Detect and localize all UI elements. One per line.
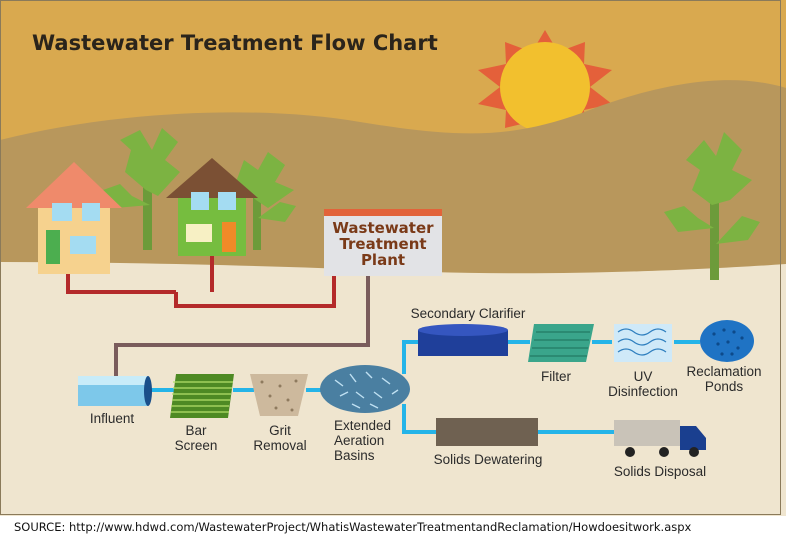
filter-label: Filter — [541, 369, 572, 384]
plant-outflow-pipe — [114, 276, 370, 376]
solids-dewatering-unit — [436, 418, 538, 446]
joshua-tree-icon — [664, 132, 760, 280]
grit-removal-label-line1: Grit — [269, 423, 291, 438]
plant-label-line2: Treatment — [339, 235, 426, 253]
page-title: Wastewater Treatment Flow Chart — [32, 31, 438, 55]
grit-removal-tank — [250, 374, 308, 416]
treatment-plant-building — [324, 209, 442, 276]
plant-label-line1: Wastewater — [332, 219, 434, 237]
figure-border — [0, 0, 781, 515]
filter-unit — [528, 324, 594, 362]
grit-removal-label-line2: Removal — [253, 438, 306, 453]
aeration-basin — [320, 365, 410, 413]
reclamation-pond — [700, 320, 754, 362]
bar-screen-label-line1: Bar — [185, 423, 207, 438]
aeration-label-line1: Extended — [334, 418, 391, 433]
reclamation-label-line2: Ponds — [705, 379, 744, 394]
aeration-label-line3: Basins — [334, 448, 375, 463]
house-icon — [26, 162, 122, 274]
reclamation-label-line1: Reclamation — [686, 364, 761, 379]
truck-icon — [614, 420, 706, 457]
secondary-clarifier-tank — [418, 324, 508, 356]
influent-tank — [78, 376, 152, 406]
bar-screen — [170, 374, 234, 418]
source-citation: SOURCE: http://www.hdwd.com/WastewaterPr… — [14, 520, 692, 534]
uv-label-line2: Disinfection — [608, 384, 678, 399]
solids-disposal-label: Solids Disposal — [614, 464, 706, 479]
uv-label-line1: UV — [634, 369, 653, 384]
influent-label: Influent — [90, 411, 135, 426]
house-icon — [166, 158, 258, 256]
solids-dewatering-label: Solids Dewatering — [434, 452, 543, 467]
sewer-pipe — [66, 256, 336, 308]
sun-icon — [478, 30, 612, 140]
plant-label-line3: Plant — [361, 251, 405, 269]
uv-disinfection-unit — [614, 324, 672, 362]
treated-water-pipe — [150, 340, 700, 434]
bar-screen-label-line2: Screen — [175, 438, 218, 453]
secondary-clarifier-label: Secondary Clarifier — [411, 306, 526, 321]
aeration-label-line2: Aeration — [334, 433, 384, 448]
